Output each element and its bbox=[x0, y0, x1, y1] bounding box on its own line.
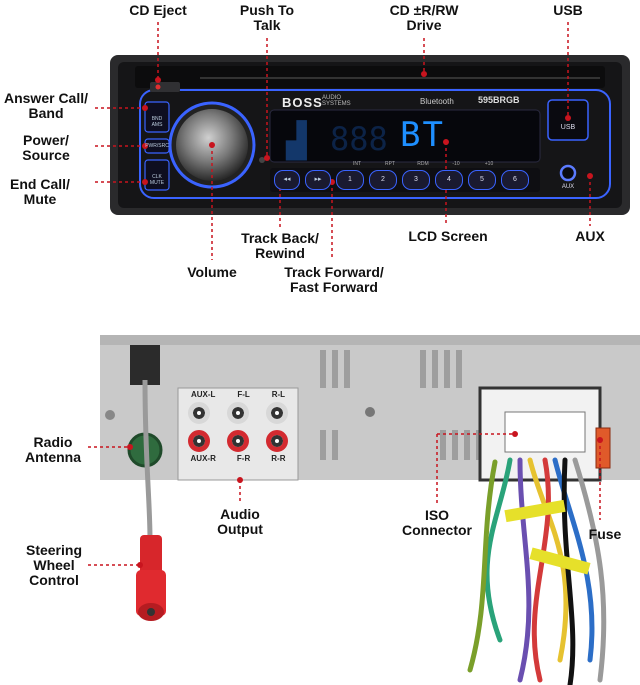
leader-lines bbox=[88, 22, 601, 566]
wiring-harness bbox=[467, 457, 607, 685]
preset-button[interactable]: 5+10 bbox=[468, 161, 496, 190]
rca-jack-red bbox=[265, 430, 288, 452]
mute-button[interactable] bbox=[144, 159, 170, 191]
antenna-socket bbox=[130, 345, 160, 385]
rca-jack-red bbox=[188, 430, 211, 452]
jack-label: AUX-L bbox=[190, 390, 216, 399]
model-label: 595BRGB bbox=[478, 95, 520, 105]
rca-jack-white bbox=[188, 402, 211, 424]
callout-lcd-screen: LCD Screen bbox=[408, 228, 488, 244]
lcd-display-text: BT bbox=[400, 115, 445, 155]
callout-aux: AUX bbox=[575, 228, 605, 244]
brand-logo: BOSS bbox=[282, 95, 323, 110]
callout-fuse: Fuse bbox=[588, 526, 622, 542]
steering-control-cable bbox=[142, 379, 153, 541]
steering-control-plug bbox=[140, 535, 162, 575]
jack-label: F-L bbox=[237, 390, 250, 399]
head-unit-front: ▟ 888 bbox=[110, 55, 630, 215]
usb-port-label: USB bbox=[560, 124, 576, 131]
band-button-label: BND AMS bbox=[151, 116, 163, 128]
aux-port[interactable] bbox=[559, 164, 577, 182]
callout-volume: Volume bbox=[187, 264, 237, 280]
svg-text:▟: ▟ bbox=[285, 119, 307, 161]
head-unit-rear bbox=[100, 335, 640, 482]
rewind-button[interactable]: ◂◂ bbox=[274, 170, 300, 190]
rca-jack-panel: AUX-L F-L R-L AUX-R F-R R-R bbox=[180, 390, 296, 478]
aux-port-label: AUX bbox=[561, 184, 575, 190]
svg-text:888: 888 bbox=[330, 120, 388, 158]
jack-label: R-R bbox=[271, 454, 286, 463]
play-pause-button[interactable]: ▸▸ bbox=[305, 170, 331, 190]
callout-end-call: End Call/Mute bbox=[10, 176, 70, 207]
callout-cd-eject: CD Eject bbox=[129, 2, 187, 18]
mute-button-label: CLK MUTE bbox=[149, 174, 165, 186]
preset-button[interactable]: 6 bbox=[501, 170, 529, 190]
power-button-label: PWR/SRC bbox=[145, 143, 169, 149]
jack-label: F-R bbox=[236, 454, 251, 463]
callout-power: Power/Source bbox=[22, 132, 70, 163]
callout-usb: USB bbox=[553, 2, 583, 18]
callout-track-forward: Track Forward/Fast Forward bbox=[284, 264, 384, 295]
eject-button[interactable] bbox=[150, 82, 180, 92]
lcd-screen bbox=[269, 109, 541, 163]
rca-jack-red bbox=[226, 430, 249, 452]
jack-label: AUX-R bbox=[190, 454, 216, 463]
brand-subtitle: AUDIO SYSTEMS bbox=[322, 95, 351, 107]
fuse-holder bbox=[595, 427, 611, 469]
microphone-icon bbox=[259, 157, 265, 163]
bluetooth-label: Bluetooth bbox=[420, 97, 454, 106]
preset-button[interactable]: 4-10 bbox=[435, 161, 463, 190]
band-button[interactable] bbox=[144, 101, 170, 133]
jack-label: R-L bbox=[271, 390, 286, 399]
rca-jack-white bbox=[265, 402, 288, 424]
callout-track-back: Track Back/Rewind bbox=[241, 230, 319, 261]
callout-answer-call: Answer Call/Band bbox=[3, 90, 89, 121]
rca-jack-white bbox=[226, 402, 249, 424]
